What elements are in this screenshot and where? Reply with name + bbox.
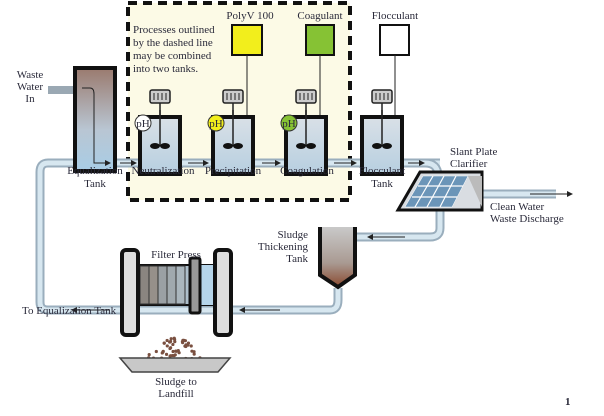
- mixer-motor-icon: [295, 89, 317, 104]
- note-line: may be combined: [133, 50, 212, 62]
- landfill-label: Landfill: [158, 388, 193, 400]
- precipitation-tank: pH: [207, 89, 255, 176]
- page-number: 1: [565, 396, 571, 408]
- impeller-icon: [372, 143, 382, 149]
- clarifier-label: Slant Plate: [450, 146, 497, 158]
- flow-arrows: [71, 160, 573, 313]
- thickening-tank-label: Tank: [286, 253, 308, 265]
- filter-press: [120, 248, 233, 337]
- flocculant-container: [379, 24, 410, 56]
- pipe-network: [35, 86, 556, 315]
- clarifier-label: Clarifier: [450, 158, 488, 170]
- return-label: To Equalization Tank: [22, 305, 117, 317]
- note-line: by the dashed line: [133, 37, 213, 49]
- inlet-label: In: [25, 93, 35, 105]
- inlet-label: Waste: [17, 69, 44, 81]
- note-line: into two tanks.: [133, 63, 198, 75]
- mixer-motor-icon: [371, 89, 393, 104]
- coagulant-container: [305, 24, 335, 56]
- ph-label: pH: [209, 118, 223, 130]
- ph-sensor-icon: [134, 114, 152, 132]
- mixer-motor-icon: [222, 89, 244, 104]
- coagulation-label: Coagulation: [280, 165, 334, 177]
- flocculant-tank-label: Flocculant: [359, 165, 405, 177]
- ph-label: pH: [282, 118, 296, 130]
- equalization-tank-label: Equalization: [67, 165, 123, 177]
- sludge-thickening-tank: [318, 227, 357, 290]
- thickening-tank-label: Thickening: [258, 241, 309, 253]
- discharge-label: Waste Discharge: [490, 213, 564, 225]
- filter-press-label: Filter Press: [151, 249, 201, 261]
- polyv-100-container: [231, 24, 263, 56]
- impeller-icon: [150, 143, 160, 149]
- neutralization-label: Neutralization: [132, 165, 195, 177]
- coagulant-label: Coagulant: [297, 10, 342, 22]
- slant-plate-clarifier: [395, 170, 484, 212]
- impeller-icon: [296, 143, 306, 149]
- equalization-tank: [73, 66, 117, 173]
- landfill-label: Sludge to: [155, 376, 197, 388]
- note-line: Processes outlined: [133, 24, 215, 36]
- impeller-icon: [223, 143, 233, 149]
- precipitation-label: Precipitation: [205, 165, 262, 177]
- ph-sensor-icon: [280, 114, 298, 132]
- sludge-tray: [118, 357, 232, 373]
- flocculant-label: Flocculant: [372, 10, 418, 22]
- coagulation-tank: pH: [280, 89, 328, 176]
- flocculant-tank: [360, 89, 404, 176]
- thickening-tank-label: Sludge: [277, 229, 308, 241]
- ph-sensor-icon: [207, 114, 225, 132]
- polyv-100-label: PolyV 100: [226, 10, 274, 22]
- mixer-motor-icon: [149, 89, 171, 104]
- equalization-tank-label: Tank: [84, 178, 106, 190]
- neutralization-tank: pH: [134, 89, 182, 176]
- inlet-label: Water: [17, 81, 43, 93]
- discharge-label: Clean Water: [490, 201, 545, 213]
- flocculant-tank-label: Tank: [371, 178, 393, 190]
- ph-label: pH: [136, 118, 150, 130]
